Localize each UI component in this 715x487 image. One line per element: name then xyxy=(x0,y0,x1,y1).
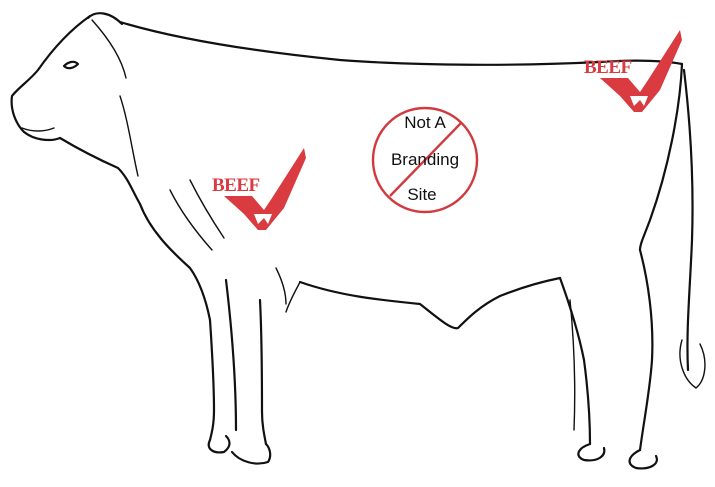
beef-checkoff-logo-rump: BEEF xyxy=(584,30,682,112)
logo-text: BEEF xyxy=(584,57,632,78)
not-a-branding-site-sign: Not A Branding Site xyxy=(371,106,479,214)
prohibition-slash xyxy=(389,121,463,197)
logo-check-shape xyxy=(224,148,306,230)
cow-outline xyxy=(10,12,706,470)
sign-line-3: Site xyxy=(407,185,436,204)
sign-line-1: Not A xyxy=(404,113,446,132)
sign-line-2: Branding xyxy=(391,150,459,169)
beef-checkoff-logo-shoulder: BEEF xyxy=(212,148,306,230)
logo-text: BEEF xyxy=(212,175,260,196)
logo-check-shape xyxy=(600,30,682,112)
